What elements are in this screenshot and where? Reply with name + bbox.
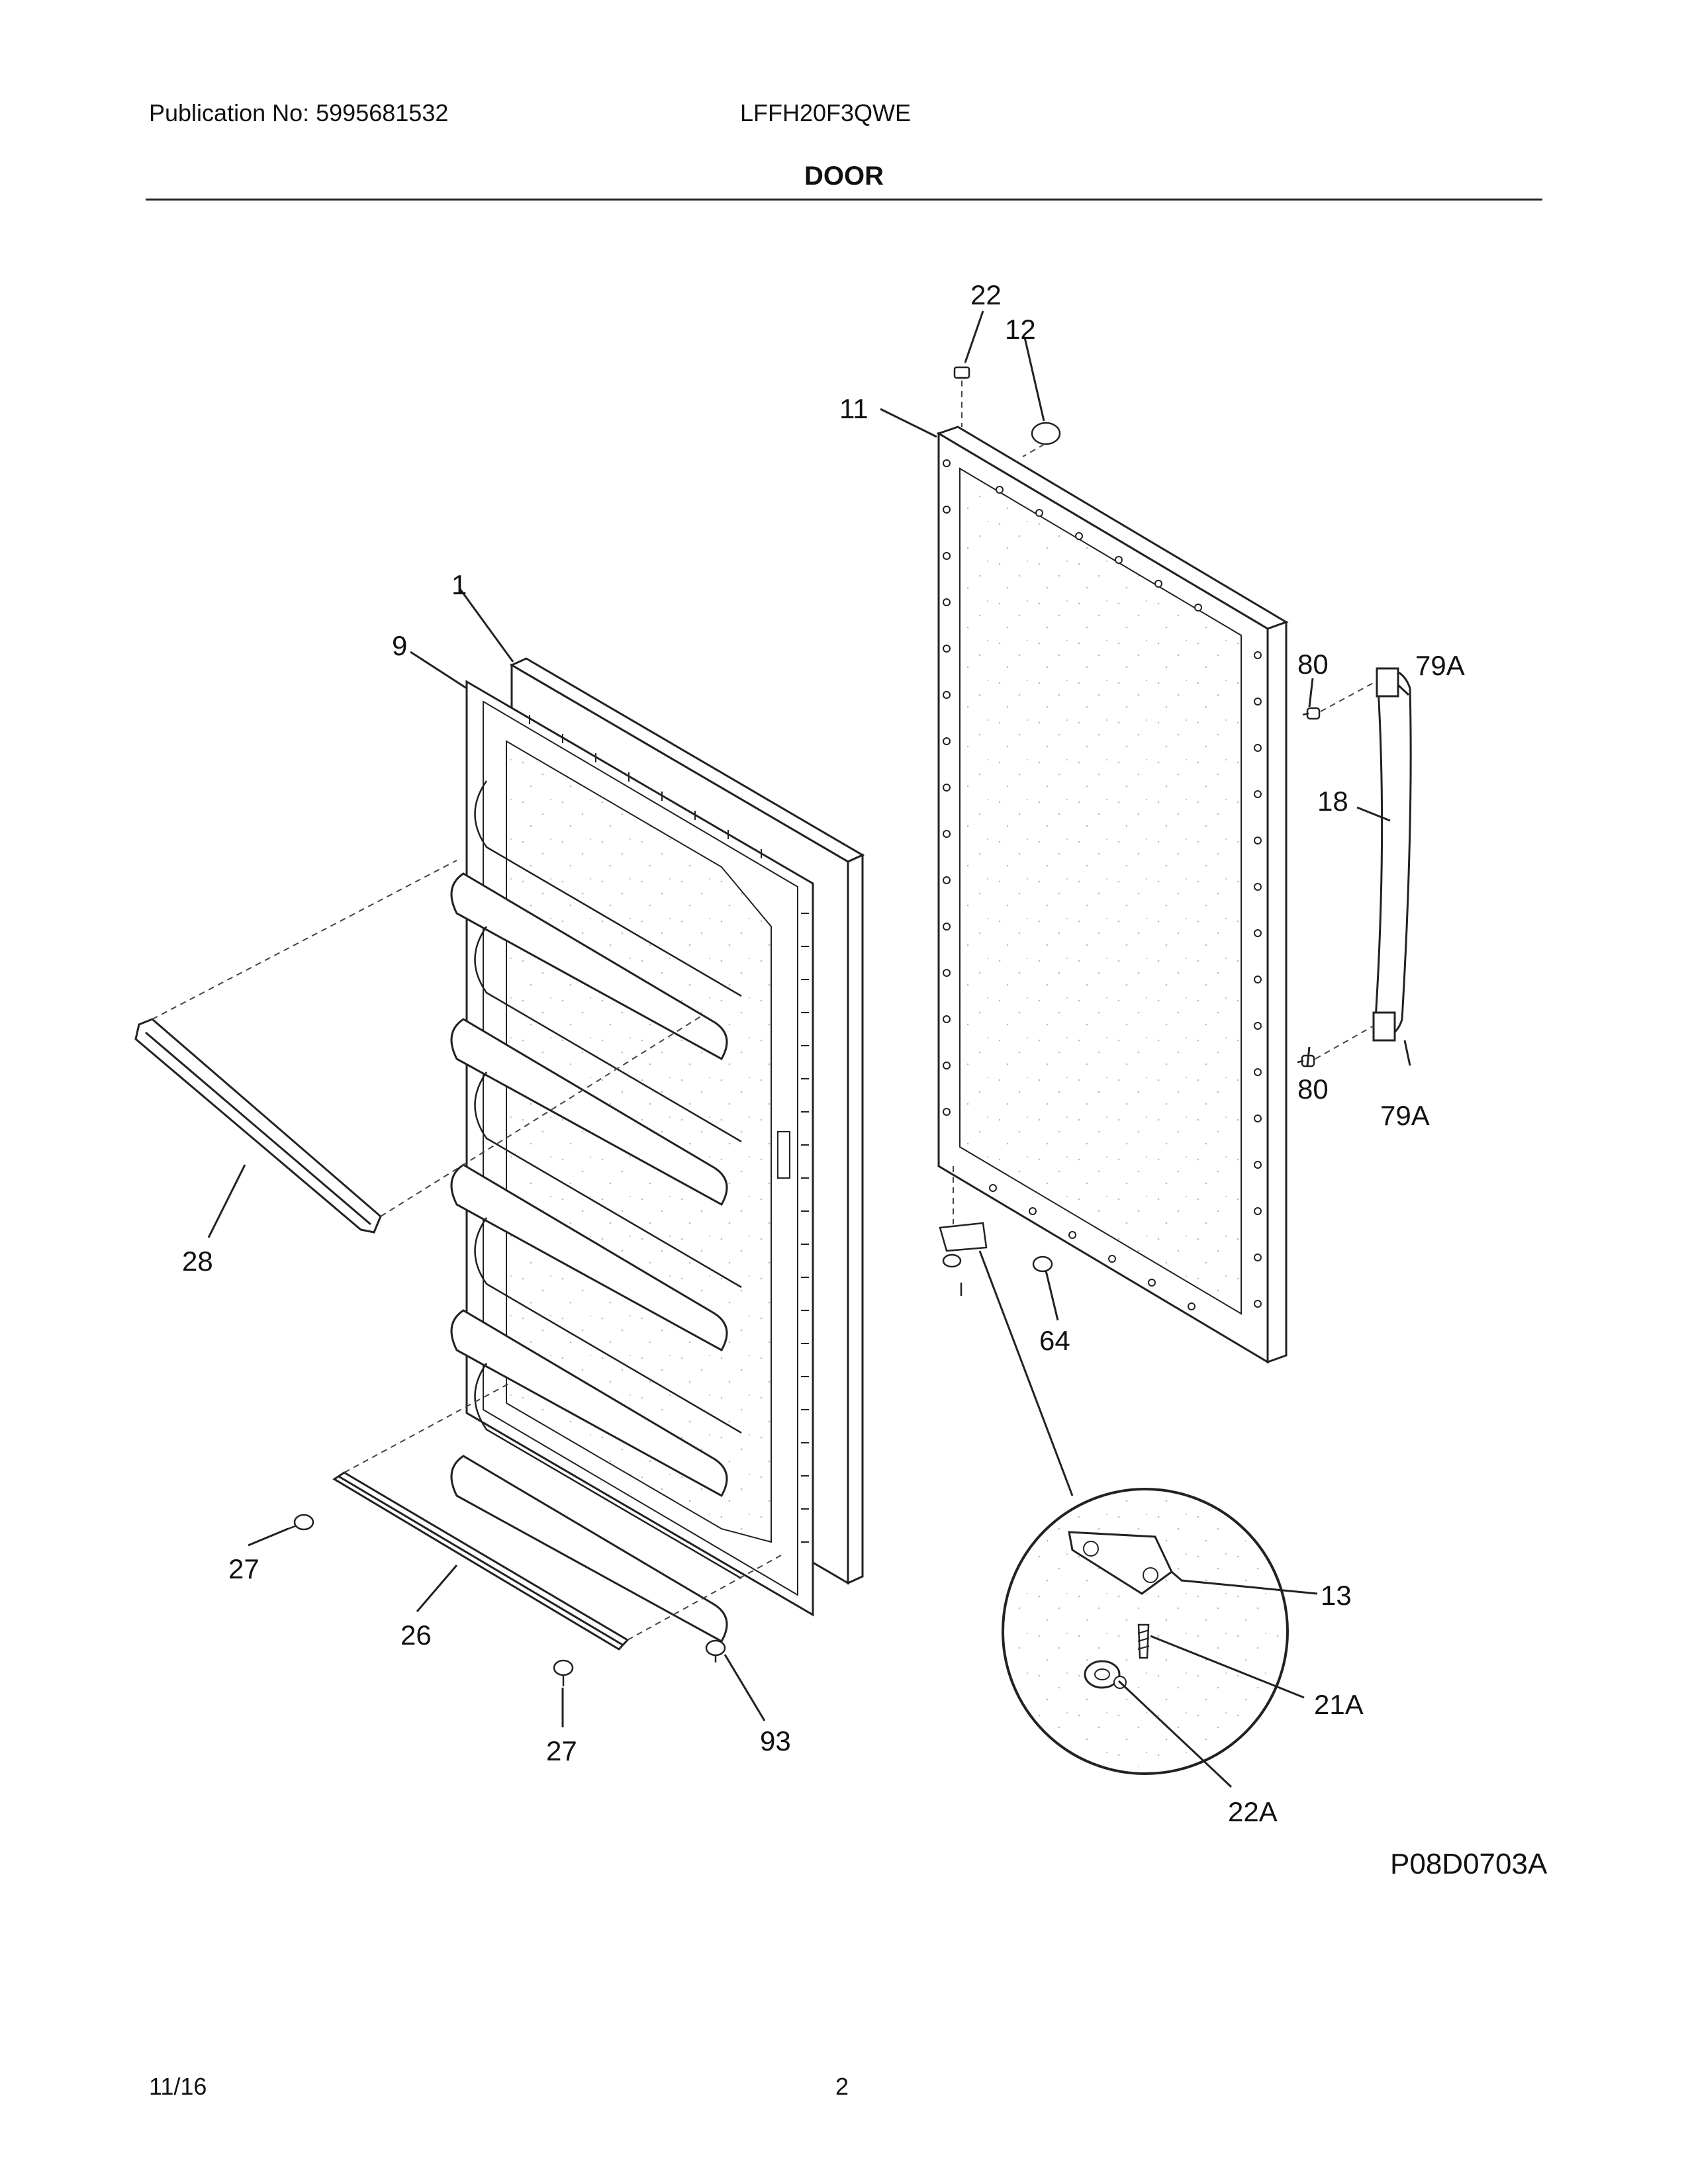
model-number: LFFH20F3QWE [740,99,912,126]
door-bins [474,780,742,1580]
shelf-trim-strip-28 [134,1018,382,1234]
page-number: 2 [835,2073,849,2100]
callout-1: 1 [451,569,467,600]
callout-80-top: 80 [1297,649,1329,680]
callout-22a: 22A [1228,1796,1278,1827]
callout-79a-bottom: 79A [1380,1100,1430,1131]
screw-80-top [1302,707,1321,720]
push-pins [284,1514,726,1686]
callout-93: 93 [760,1725,791,1756]
callout-labels: 22 12 11 1 9 80 79A 18 80 79A 28 64 27 2… [182,279,1465,1827]
callout-27-left: 27 [228,1553,259,1584]
hinge-parts-small [939,1222,1053,1296]
callout-21a: 21A [1314,1689,1364,1720]
diagram-code: P08D0703A [1390,1848,1548,1880]
callout-22: 22 [970,279,1002,310]
callout-13: 13 [1321,1580,1352,1611]
callout-26: 26 [400,1619,432,1651]
page-title: DOOR [804,161,884,191]
panel-rivets [943,459,1262,1310]
outer-door-panel [936,426,1289,1364]
callout-9: 9 [392,630,407,661]
screw-80-bottom [1297,1054,1315,1068]
door-shelves [450,872,728,1643]
leader-lines [207,310,1411,1788]
title-rule [146,199,1542,201]
callout-64: 64 [1039,1325,1070,1356]
publication-number: Publication No: 5995681532 [149,99,449,126]
callout-28: 28 [182,1246,213,1277]
liner-gasket-teeth [529,715,809,1543]
callout-80-bottom: 80 [1297,1073,1329,1105]
door-handle [1372,667,1412,1042]
screw-22 [953,366,970,379]
callout-11: 11 [839,393,868,424]
callout-12: 12 [1005,314,1036,345]
callout-79a-top: 79A [1415,650,1465,681]
assembly-dashed-lines [152,381,1376,1641]
footer-date: 11/16 [149,2073,207,2100]
hinge-detail-view [1002,1488,1289,1775]
plug-12 [1031,422,1061,445]
callout-18: 18 [1317,786,1348,817]
callout-27-bottom: 27 [546,1735,577,1766]
